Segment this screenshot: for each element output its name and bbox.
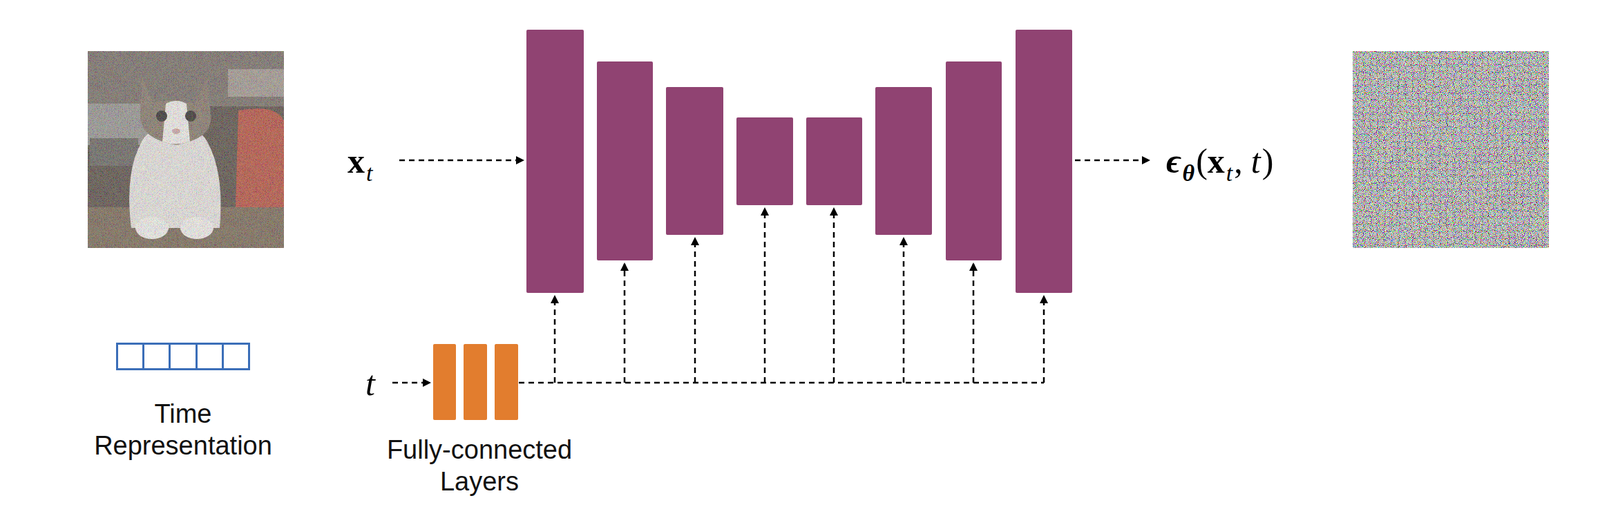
- time-branch: [694, 238, 697, 383]
- time-branch: [1043, 296, 1046, 383]
- time-branch: [623, 263, 626, 383]
- math-symbol: t: [1251, 141, 1261, 181]
- math-symbol: (: [1195, 141, 1208, 181]
- math-subscript: θ: [1182, 160, 1196, 186]
- output-arrow: [1074, 159, 1149, 162]
- input-symbol: xt: [347, 143, 373, 179]
- time-arrow: [392, 382, 430, 385]
- vector-cell: [168, 344, 195, 369]
- unet-block: [806, 117, 863, 206]
- output-expression: ϵθ(xt,t): [1166, 143, 1274, 179]
- time-branch: [554, 296, 557, 383]
- unet-block: [596, 61, 653, 261]
- noisy-cat-image: [87, 51, 284, 249]
- vector-cell: [142, 344, 169, 369]
- time-branch: [902, 238, 906, 383]
- time-vector-cells: [116, 342, 251, 371]
- dashed-arrows: [392, 160, 1149, 383]
- time-bus: [518, 382, 1044, 385]
- math-subscript: t: [1226, 160, 1233, 186]
- input-arrow: [399, 159, 523, 162]
- node-caption: Time Representation: [69, 397, 298, 462]
- time-branch: [764, 208, 767, 383]
- math-symbol: ): [1262, 141, 1274, 181]
- vector-cell: [221, 344, 249, 369]
- fc-bar: [433, 344, 456, 421]
- vector-cell: [118, 344, 143, 369]
- unet-block: [665, 87, 724, 235]
- math-symbol: ϵ: [1166, 141, 1182, 181]
- fc-bar: [463, 344, 488, 421]
- unet-block: [875, 87, 932, 235]
- math-symbol: t: [365, 364, 376, 403]
- unet-block: [945, 61, 1002, 261]
- time-branch: [972, 263, 975, 383]
- noise-image: [1352, 51, 1549, 249]
- time-representation: Time Representation: [69, 341, 298, 465]
- unet-blocks: [526, 29, 1073, 293]
- unet-block: [526, 29, 584, 293]
- time-symbol: t: [365, 366, 376, 401]
- math-symbol: ,: [1233, 141, 1243, 181]
- math-symbol: x: [347, 141, 365, 181]
- fc-bar: [494, 344, 519, 421]
- unet-block: [1015, 29, 1073, 293]
- vector-cell: [195, 344, 222, 369]
- math-symbol: x: [1207, 141, 1225, 181]
- fc-layers: Fully-connected Layers: [362, 344, 597, 501]
- math-subscript: t: [366, 160, 373, 186]
- unet-block: [736, 117, 794, 206]
- time-branch: [833, 208, 836, 383]
- fc-layer-bars: [433, 344, 519, 421]
- node-caption: Fully-connected Layers: [362, 433, 597, 498]
